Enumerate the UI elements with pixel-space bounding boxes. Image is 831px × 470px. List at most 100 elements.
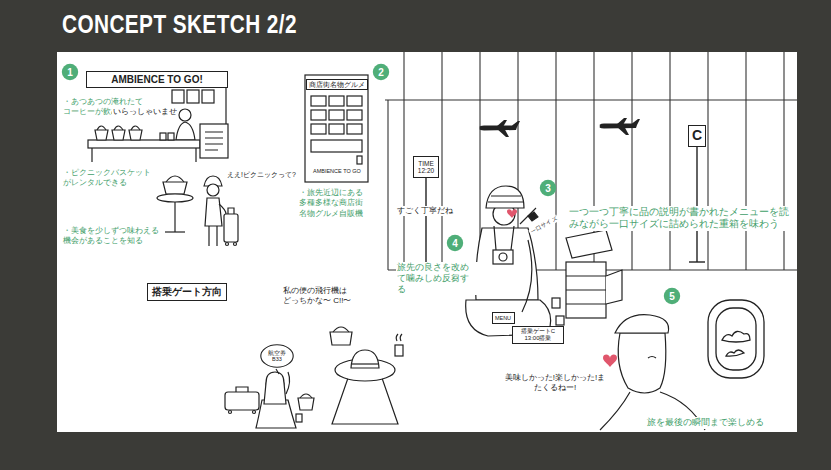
callout-number: 1 [61, 63, 79, 81]
callout-text: 3 [545, 183, 551, 194]
bite-size-food [528, 212, 538, 221]
window-grid [783, 52, 784, 270]
coffee-stand [176, 122, 195, 140]
airplane [496, 128, 509, 137]
speech-text: すごく丁寧だね [396, 206, 454, 216]
coffee-stand [200, 124, 228, 158]
slide-title: CONCEPT SKETCH 2/2 [62, 9, 297, 40]
node-text: 商店街名物グルメ [309, 81, 365, 88]
picnic-table [157, 194, 193, 202]
feature-note: 旅を最後の瞬間まで楽しめる [646, 417, 765, 429]
traveler-on-floor [296, 414, 302, 422]
vending-machine [311, 140, 362, 152]
coffee-stand [97, 126, 106, 130]
traveler [207, 184, 219, 196]
airplane-window [722, 331, 750, 342]
callout-circle [373, 64, 389, 80]
callout-text: 5 [669, 291, 675, 302]
coffee-stand [129, 130, 142, 140]
feature-note: ・旅先近辺にある多種多様な商店街名物グルメ自販機 [298, 188, 366, 219]
seated-woman [466, 186, 551, 336]
beret-woman [648, 357, 656, 359]
traveler-on-floor [253, 411, 256, 414]
bubble-outline [261, 345, 293, 367]
traveler [219, 204, 226, 214]
vending-machine [311, 124, 326, 134]
traveler [205, 198, 222, 226]
direction-sign: 搭乗ゲート方向 [147, 283, 227, 301]
node-text: MENU [495, 315, 511, 321]
picnic-table [165, 231, 185, 232]
slide-panel [57, 52, 797, 432]
traveler-on-floor [298, 398, 314, 410]
callout-text: 2 [378, 67, 384, 78]
hat-woman [330, 327, 403, 424]
hat-woman [352, 363, 378, 364]
picnic-table [157, 176, 193, 232]
jubako-box [552, 230, 622, 325]
traveler-on-floor [300, 394, 312, 398]
sketch-note: 一口サイズ [528, 214, 559, 236]
window-grid [745, 52, 746, 270]
node-text: C [692, 128, 702, 143]
window-grid [385, 52, 797, 270]
window-grid [387, 100, 388, 270]
beret-woman [603, 355, 617, 367]
vending-machine [347, 96, 362, 106]
vending-machine [347, 124, 362, 134]
window-grid [441, 52, 442, 270]
airplane-window [716, 308, 756, 370]
seated-woman [476, 228, 538, 300]
speech-text: ええ!ピクニックって? [226, 170, 297, 179]
speech-bubble: 航空券 B33 [260, 344, 294, 368]
hat-woman [332, 378, 398, 424]
feature-note: 旅先の良さを改めて噛みしめ反芻する [396, 262, 478, 295]
airplane [480, 118, 641, 137]
hat-woman [333, 327, 349, 332]
callout-number: 2 [372, 63, 390, 81]
callout-text: 4 [452, 238, 458, 249]
beret-woman [618, 333, 666, 393]
bite-size-food [507, 209, 517, 218]
vending-machine [329, 96, 344, 106]
window-grid [631, 52, 632, 270]
traveler [228, 208, 234, 214]
callout-text: 1 [67, 67, 73, 78]
speech-text: 私の便の飛行機はどっちかな〜 C!!〜 [282, 286, 354, 307]
hat-woman [351, 350, 379, 368]
airplane [616, 126, 629, 135]
boarding-ticket: 搭乗ゲートC 13:00搭乗 [512, 326, 564, 344]
traveler-on-floor [236, 387, 248, 392]
speech-text: いらっしゃいませ [112, 107, 178, 117]
airplane [600, 118, 641, 135]
window-grid [385, 99, 797, 100]
coffee-stand [202, 90, 214, 103]
hat-woman [330, 332, 352, 345]
vending-machine [305, 75, 368, 182]
node-text: 搭乗ゲート方向 [152, 287, 222, 297]
airplane [616, 118, 627, 125]
feature-note: ・ピクニックバスケットがレンタルできる [62, 168, 154, 189]
traveler-on-floor [225, 392, 259, 410]
jubako-box [566, 262, 606, 318]
vending-machine [311, 110, 326, 120]
coffee-stand [160, 133, 166, 140]
coffee-stand [114, 126, 123, 130]
traveler-on-floor [225, 369, 314, 428]
seated-woman [499, 253, 507, 261]
window-grid [669, 52, 670, 270]
coffee-stand [187, 90, 199, 103]
jubako-box [552, 298, 560, 308]
seated-woman [493, 250, 513, 264]
coffee-stand [205, 132, 223, 150]
callout-number: 3 [539, 179, 557, 197]
shop-signboard: AMBIENCE TO GO! [86, 71, 228, 88]
traveler-on-floor [276, 369, 279, 374]
feature-note: ・美食を少しずつ味わえる機会があることを知る [62, 226, 162, 247]
traveler [209, 226, 217, 246]
node-text: TIME 12:20 [416, 160, 436, 174]
node-text: AMBIENCE TO GO! [111, 74, 202, 85]
window-grid [555, 52, 556, 270]
hat-woman [396, 334, 402, 341]
coffee-stand [172, 90, 184, 103]
